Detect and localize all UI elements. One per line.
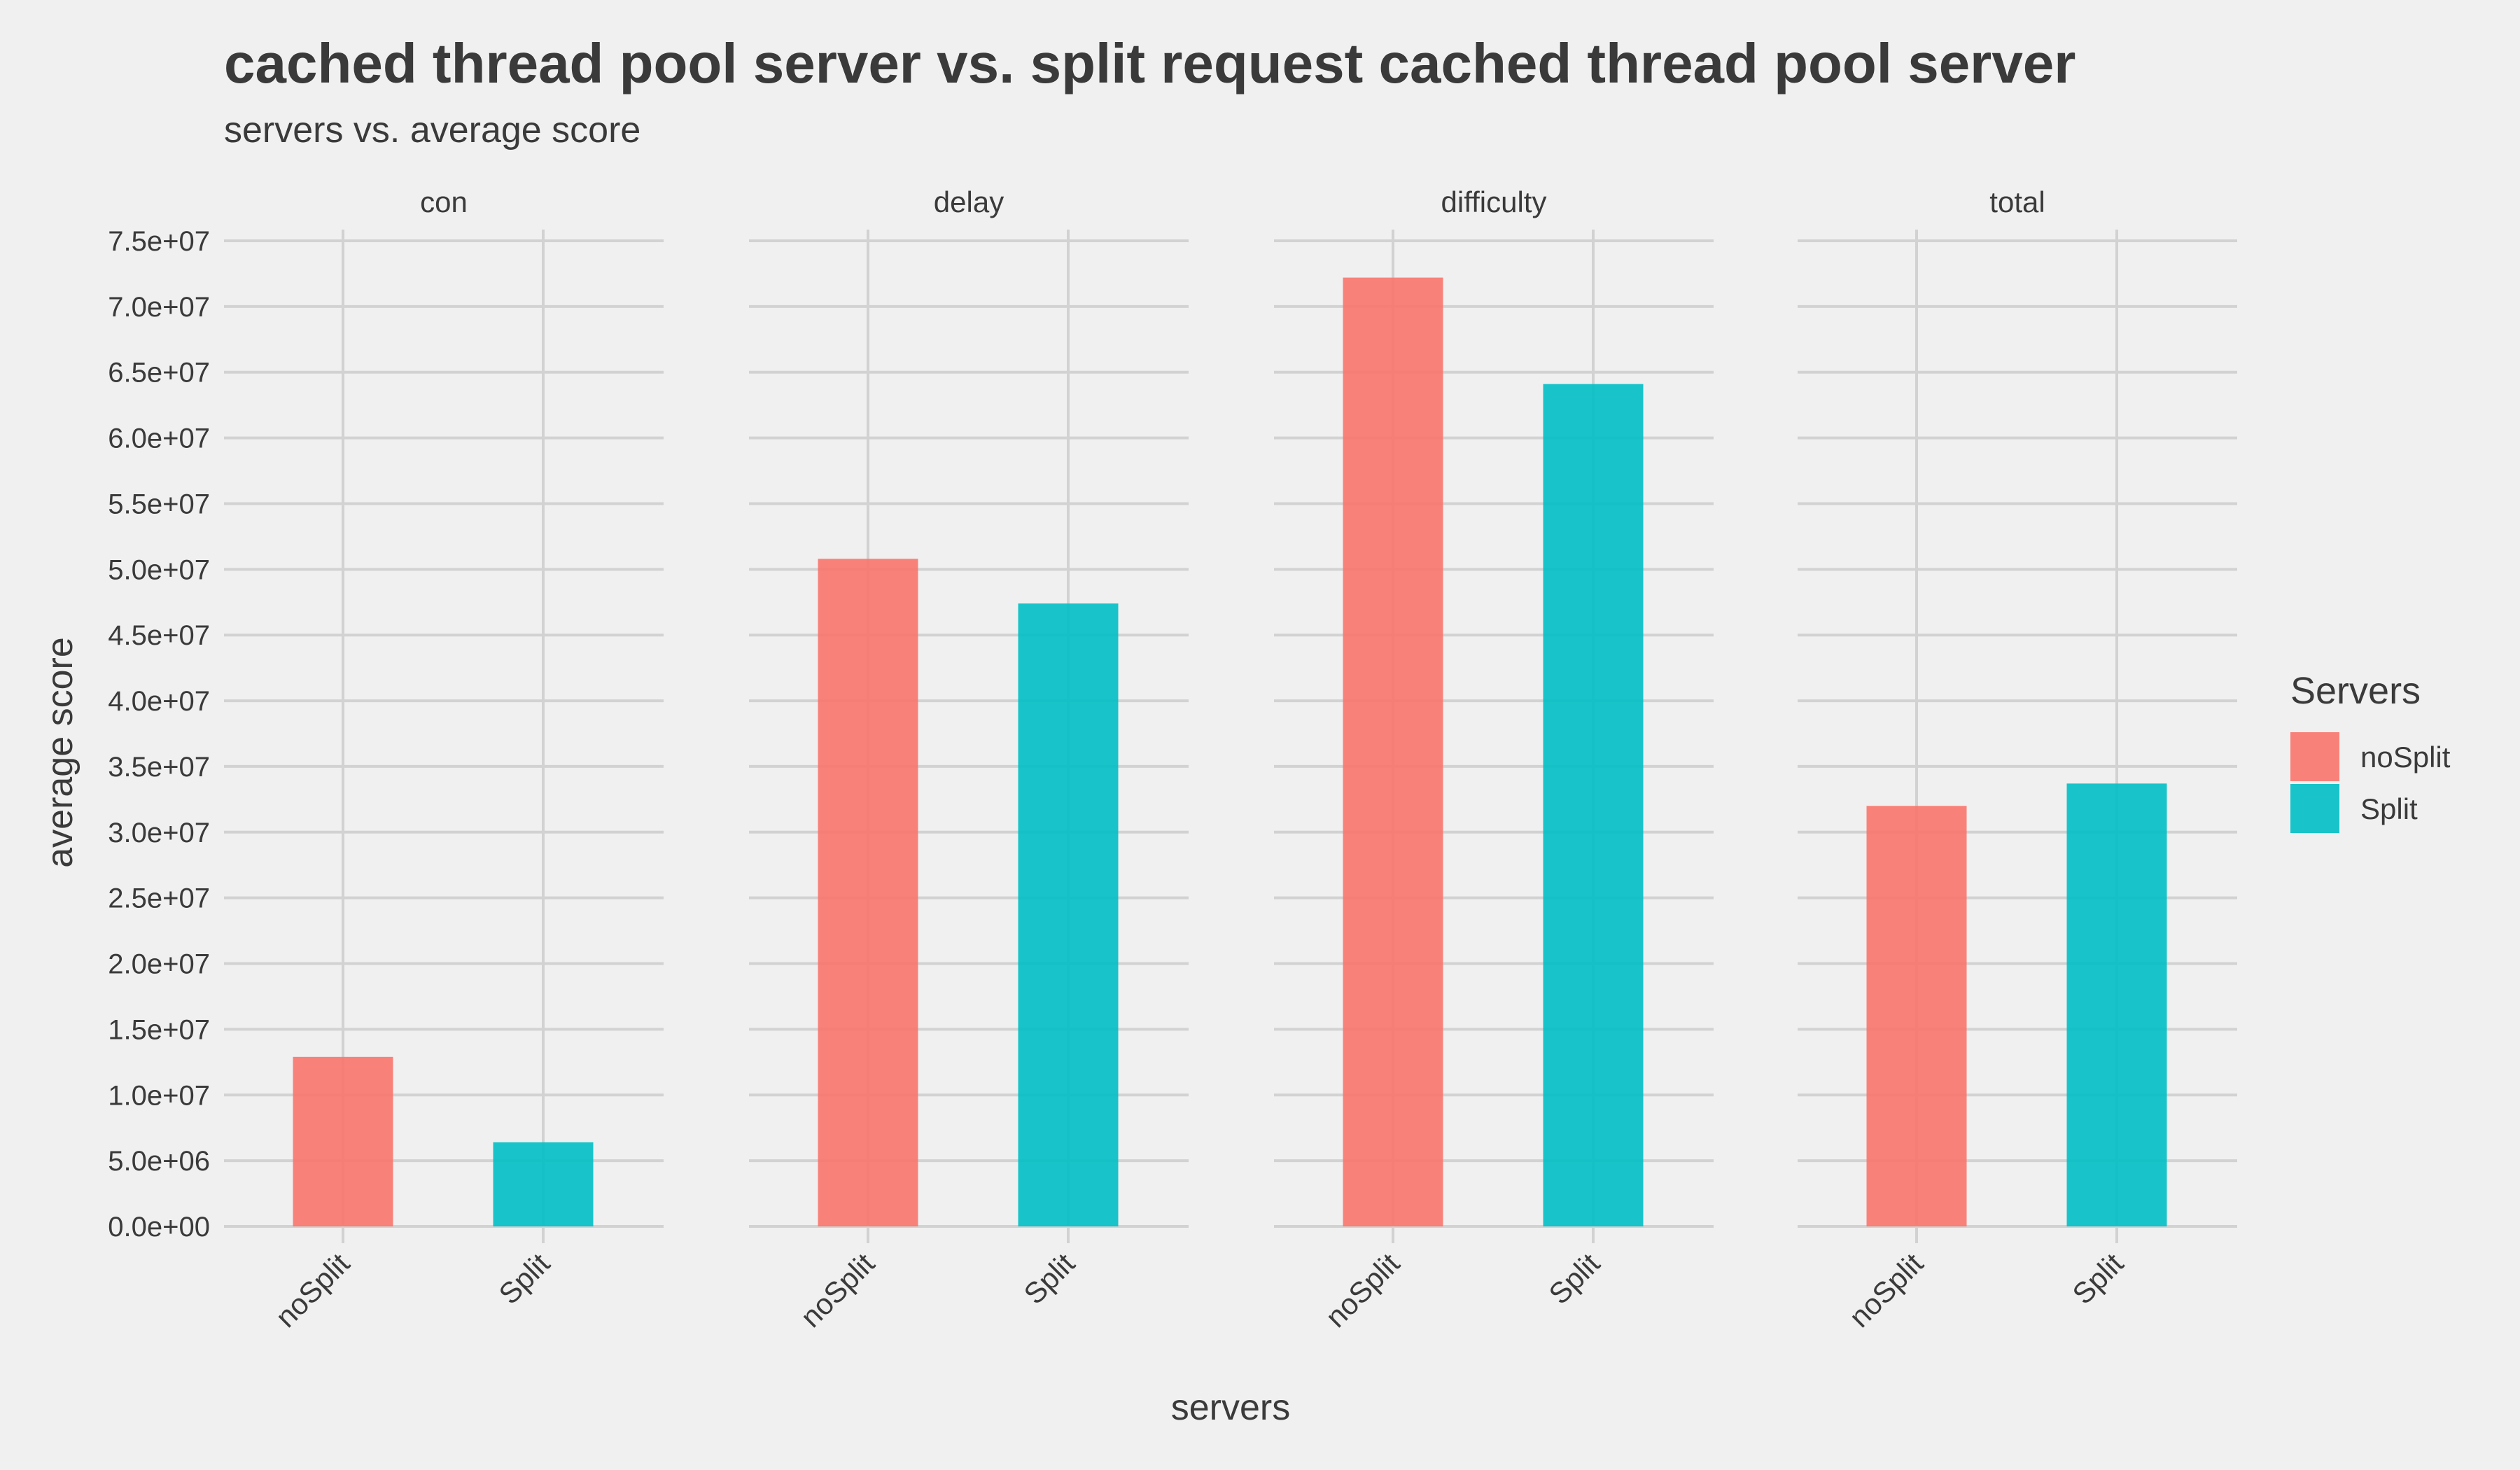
y-tick-label: 7.5e+07 [108, 226, 210, 257]
bar-difficulty-noSplit [1343, 277, 1443, 1227]
bar-delay-noSplit [818, 559, 918, 1226]
y-tick-label: 6.5e+07 [108, 358, 210, 388]
y-axis-label: average score [40, 637, 80, 868]
x-tick-label: Split [1542, 1247, 1606, 1310]
y-tick-label: 5.0e+07 [108, 554, 210, 585]
facet-label: total [1989, 186, 2045, 218]
facet-panel-difficulty: difficulty noSplit Split [1274, 186, 1714, 1334]
y-tick-label: 5.5e+07 [108, 489, 210, 519]
x-tick-label: noSplit [1319, 1247, 1406, 1334]
x-tick-label: noSplit [269, 1247, 356, 1334]
y-tick-label: 5.0e+06 [108, 1146, 210, 1177]
x-tick-label: Split [1017, 1247, 1081, 1310]
bar-con-noSplit [293, 1056, 393, 1226]
y-tick-label: 2.0e+07 [108, 949, 210, 980]
legend-key-Split [2290, 784, 2339, 833]
y-tick-label: 3.0e+07 [108, 818, 210, 848]
bar-difficulty-Split [1543, 384, 1644, 1226]
y-tick-label: 7.0e+07 [108, 292, 210, 323]
facet-label: con [420, 186, 468, 218]
chart-subtitle: servers vs. average score [224, 110, 640, 150]
x-tick-label: Split [492, 1247, 556, 1310]
y-tick-label: 6.0e+07 [108, 424, 210, 454]
legend-key-noSplit [2290, 732, 2339, 781]
y-tick-label: 3.5e+07 [108, 752, 210, 783]
chart-title: cached thread pool server vs. split requ… [224, 32, 2076, 94]
y-tick-label: 0.0e+00 [108, 1212, 210, 1242]
facet-panel-delay: delay noSplit Split [749, 186, 1189, 1334]
bar-con-Split [493, 1142, 594, 1226]
y-tick-label: 1.0e+07 [108, 1080, 210, 1111]
legend-title: Servers [2290, 670, 2421, 712]
facet-label: delay [934, 186, 1004, 218]
facet-label: difficulty [1441, 186, 1547, 218]
bar-delay-Split [1018, 603, 1119, 1226]
y-tick-label: 4.5e+07 [108, 620, 210, 651]
bar-total-noSplit [1866, 806, 1967, 1226]
y-tick-label: 2.5e+07 [108, 883, 210, 914]
y-tick-label: 4.0e+07 [108, 686, 210, 717]
x-tick-label: Split [2066, 1247, 2129, 1310]
y-axis: 0.0e+00 5.0e+06 1.0e+07 1.5e+07 2.0e+07 2.5e+… [108, 226, 210, 1242]
x-axis-label: servers [1171, 1387, 1290, 1428]
legend-label: Split [2360, 792, 2418, 825]
facet-panel-con: con noSplit Split [224, 186, 664, 1334]
x-tick-label: noSplit [794, 1247, 881, 1334]
y-tick-label: 1.5e+07 [108, 1014, 210, 1045]
facet-panel-total: total noSplit Split [1798, 186, 2237, 1334]
bar-total-Split [2066, 783, 2167, 1226]
x-tick-label: noSplit [1842, 1247, 1929, 1334]
legend-label: noSplit [2360, 741, 2451, 774]
